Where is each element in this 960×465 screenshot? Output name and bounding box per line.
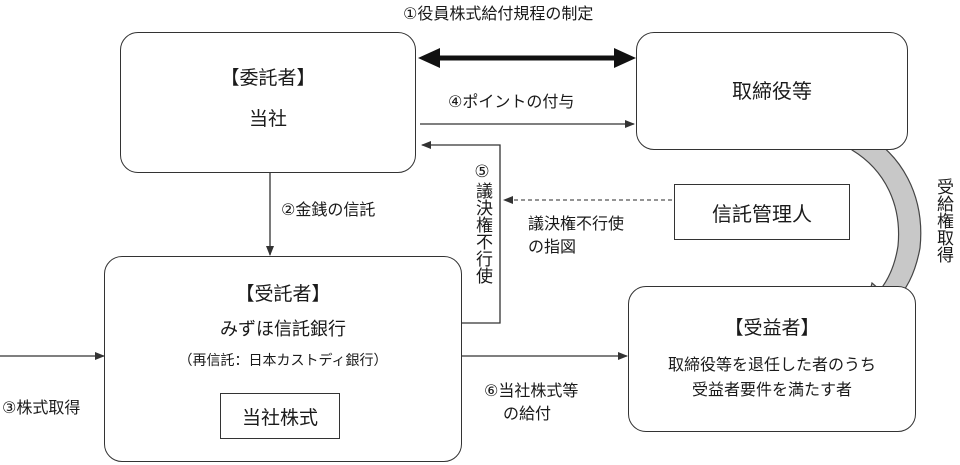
stock-delivery-line1: ⑥当社株式等 [484, 381, 579, 400]
trustee-retrust: （再信託：日本カストディ銀行） [178, 353, 388, 369]
beneficiary-line2: 受益者要件を満たす者 [691, 380, 852, 399]
beneficiary-role: 【受益者】 [724, 317, 820, 339]
administrator-box: 信託管理人 [674, 184, 850, 240]
stock-acquisition-label: ③株式取得 [2, 398, 81, 417]
entitlement-vertical-label: 受給権取得 [933, 178, 953, 263]
entrustor-role: 【委託者】 [220, 67, 316, 89]
directors-box: 取締役等 [636, 32, 908, 150]
voting-arrow [421, 141, 501, 324]
money-trust-label: ②金銭の信託 [281, 200, 376, 219]
entrustor-box: 【委託者】 当社 [120, 32, 416, 173]
stock-holding-box: 当社株式 [220, 393, 340, 439]
beneficiary-box: 【受益者】 取締役等を退任した者のうち 受益者要件を満たす者 [628, 286, 916, 432]
administrator-name: 信託管理人 [712, 201, 812, 226]
stock-holding-label: 当社株式 [241, 406, 318, 429]
trustee-role: 【受託者】 [235, 283, 331, 305]
stock-delivery-line2: の給付 [503, 404, 552, 423]
points-label: ④ポイントの付与 [448, 92, 575, 111]
beneficiary-line1: 取締役等を退任した者のうち [667, 355, 876, 374]
entrustor-name: 当社 [248, 108, 287, 130]
regulation-double-arrow [418, 48, 636, 68]
voting-vertical-label: ⑤議決権不行使 [472, 162, 492, 284]
voting-instruction-line1: 議決権不行使 [528, 214, 625, 233]
voting-instruction-line2: の指図 [528, 237, 577, 256]
directors-name: 取締役等 [732, 79, 812, 103]
trustee-name: みずほ信託銀行 [220, 319, 346, 340]
regulation-label: ①役員株式給付規程の制定 [403, 4, 594, 23]
